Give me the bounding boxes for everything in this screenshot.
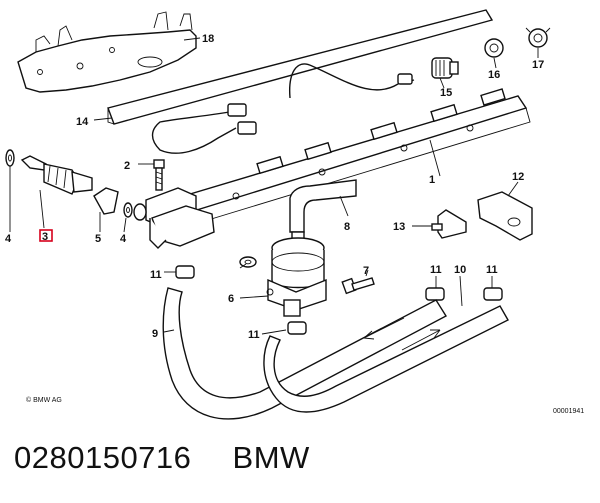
connector-15: [431, 57, 459, 79]
fuel-rail-cover-14: [107, 9, 494, 125]
bolt-7: [341, 277, 375, 295]
callout-labels: 1 2 3 4 4 5 6 7 8 9 10 11 11 11 11 12 13…: [5, 33, 544, 341]
clip-17: [525, 27, 551, 48]
parts-diagram: 1 2 3 4 4 5 6 7 8 9 10 11 11 11 11 12 13…: [5, 9, 584, 420]
callout-4-right: 4: [120, 233, 127, 245]
callout-18: 18: [202, 33, 214, 45]
part-caption: 0280150716 BMW: [14, 440, 310, 476]
drawing-number: 00001941: [553, 408, 584, 415]
hose-clamp-11: [175, 265, 503, 335]
bracket-18: [17, 11, 197, 93]
pressure-regulator-6: [266, 231, 327, 317]
callout-6: 6: [228, 293, 234, 305]
leader-lines: [9, 37, 539, 335]
callout-11-b: 11: [248, 329, 260, 341]
callout-17: 17: [532, 59, 544, 71]
brand-name: BMW: [232, 440, 310, 475]
bracket-12: [477, 191, 533, 241]
clip-5: [93, 187, 119, 215]
seal-ring-4-right: [123, 202, 147, 221]
hose-8: [289, 179, 357, 233]
callout-8: 8: [344, 221, 350, 233]
callout-1: 1: [429, 174, 435, 186]
highlighted-part-box: [39, 229, 53, 242]
seal-ring-4-left: [5, 149, 15, 167]
callout-12: 12: [512, 171, 524, 183]
callout-9: 9: [152, 328, 158, 340]
callout-3: 3: [42, 231, 48, 243]
callout-4-left: 4: [5, 233, 12, 245]
callout-14: 14: [76, 116, 89, 128]
bracket-13: [431, 209, 467, 239]
callout-7: 7: [363, 265, 369, 277]
callout-10: 10: [454, 264, 466, 276]
feed-hose-10: [263, 305, 509, 413]
callout-15: 15: [440, 87, 452, 99]
return-hose-9: [162, 287, 447, 420]
part-number: 0280150716: [14, 440, 192, 475]
callout-13: 13: [393, 221, 405, 233]
callout-16: 16: [488, 69, 500, 81]
callout-11-c: 11: [430, 264, 442, 276]
callout-2: 2: [124, 160, 130, 172]
seal-ring-4-regulator: [239, 256, 257, 268]
injector-3: [20, 155, 93, 195]
callout-11-d: 11: [486, 264, 498, 276]
bolt-2: [153, 159, 165, 191]
wiring-harness: [151, 63, 415, 154]
callout-11-a: 11: [150, 269, 162, 281]
copyright-note: © BMW AG: [26, 396, 62, 404]
grommet-16: [484, 38, 504, 58]
callout-5: 5: [95, 233, 101, 245]
fuel-rail-1: [145, 88, 531, 249]
